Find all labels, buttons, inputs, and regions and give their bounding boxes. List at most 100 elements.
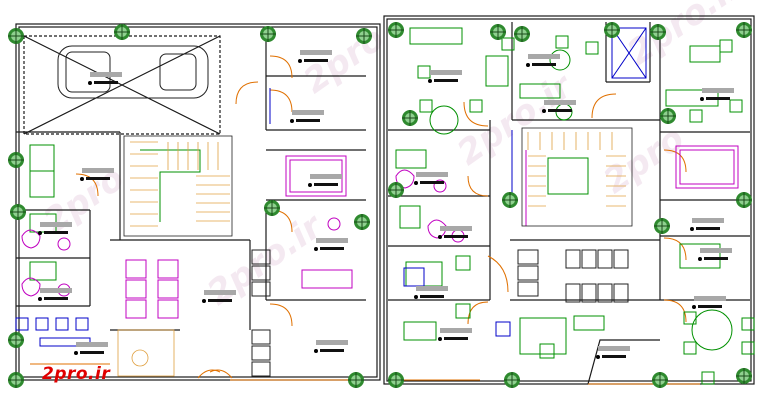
doors [30,55,700,385]
room-labels [38,50,734,359]
desk-icon [689,45,721,63]
table-icon [429,105,459,135]
staircases [117,127,633,377]
chair-icon [403,267,425,287]
sink-icon [433,179,447,193]
room-label-marker [690,227,694,231]
room-label-bar [314,183,338,186]
room-label-marker [202,299,206,303]
room-label-bar [602,355,626,358]
sink-icon [327,217,341,231]
site-logo: 2pro.ir [42,364,111,384]
room-label-marker [314,349,318,353]
door-swing-icon [235,81,259,105]
outer-wall-left-inner [18,26,378,378]
room-label-marker [542,109,546,113]
chair-icon [683,341,697,355]
bathtub-icon [285,155,347,197]
toilet-icon [427,219,447,239]
room-label-bar [416,286,448,291]
garage-diagonal [23,35,221,135]
sofa-icon [157,259,179,279]
room-label-bar [528,54,560,59]
stair-icon [521,127,633,227]
void-icon [611,27,647,79]
void-icon [611,27,647,79]
room-label-marker [698,257,702,261]
furniture-blue [15,27,647,347]
chair-icon [729,99,743,113]
sofa-icon [565,283,581,303]
chair-icon [501,37,515,51]
desk-icon [485,55,509,87]
room-label-bar [292,110,324,115]
bathroom-fixtures [21,145,739,319]
chair-icon [689,109,703,123]
sofa-icon [613,283,629,303]
sofa-icon [157,279,179,299]
desk-icon [409,27,463,45]
room-label-bar [548,109,572,112]
bathtub-icon [301,269,353,289]
chair-icon [417,65,431,79]
door-swing-icon [467,301,489,325]
room-label-bar [444,235,468,238]
stair-handrail-icon [140,149,201,222]
room-label-marker [290,119,294,123]
room-label-bar [416,172,448,177]
bathtub-icon [679,149,735,185]
room-label-bar [706,97,730,100]
chair-icon [75,317,89,331]
room-label-bar [698,305,722,308]
door-swing-icon [269,55,293,79]
room-label-bar [40,288,72,293]
sofa-icon [251,281,271,297]
room-label-marker [700,97,704,101]
desk-icon [403,321,437,341]
room-label-bar [420,295,444,298]
car-icon [159,53,197,91]
stair-icon [123,135,233,237]
chair-icon [539,343,555,359]
landing-icon [547,157,589,195]
outer-wall-right [383,15,755,385]
room-label-marker [596,355,600,359]
room-label-bar [208,299,232,302]
chair-icon [701,371,715,385]
room-label-bar [702,88,734,93]
room-label-bar [430,70,462,75]
chair-icon [741,341,755,355]
room-label-bar [320,247,344,250]
sofa-icon [157,299,179,319]
sofa-icon [251,361,271,377]
door-swing-icon [663,299,687,323]
sofa-icon [517,281,539,297]
room-label-bar [544,100,576,105]
room-label-bar [310,174,342,179]
chair-icon [683,311,697,325]
counter-icon [117,329,175,377]
desk-icon [679,243,721,269]
furniture [29,27,755,385]
room-label-bar [440,226,472,231]
chair-icon [15,317,29,331]
room-label-marker [414,295,418,299]
room-label-bar [82,168,114,173]
room-label-bar [696,227,720,230]
bench-icon [399,205,421,229]
room-label-marker [74,351,78,355]
wall [587,339,660,385]
room-label-bar [694,296,726,301]
door-swing-icon [463,101,489,127]
room-label-bar [296,119,320,122]
door-swing-icon [467,175,489,197]
sofa-icon [581,249,597,269]
door-swing-icon [269,303,293,327]
room-label-bar [90,72,122,77]
room-label-marker [38,297,42,301]
door-swing-icon [487,255,509,293]
door-swing-icon [209,369,233,379]
room-label-bar [204,290,236,295]
armchair-icon [519,317,567,355]
